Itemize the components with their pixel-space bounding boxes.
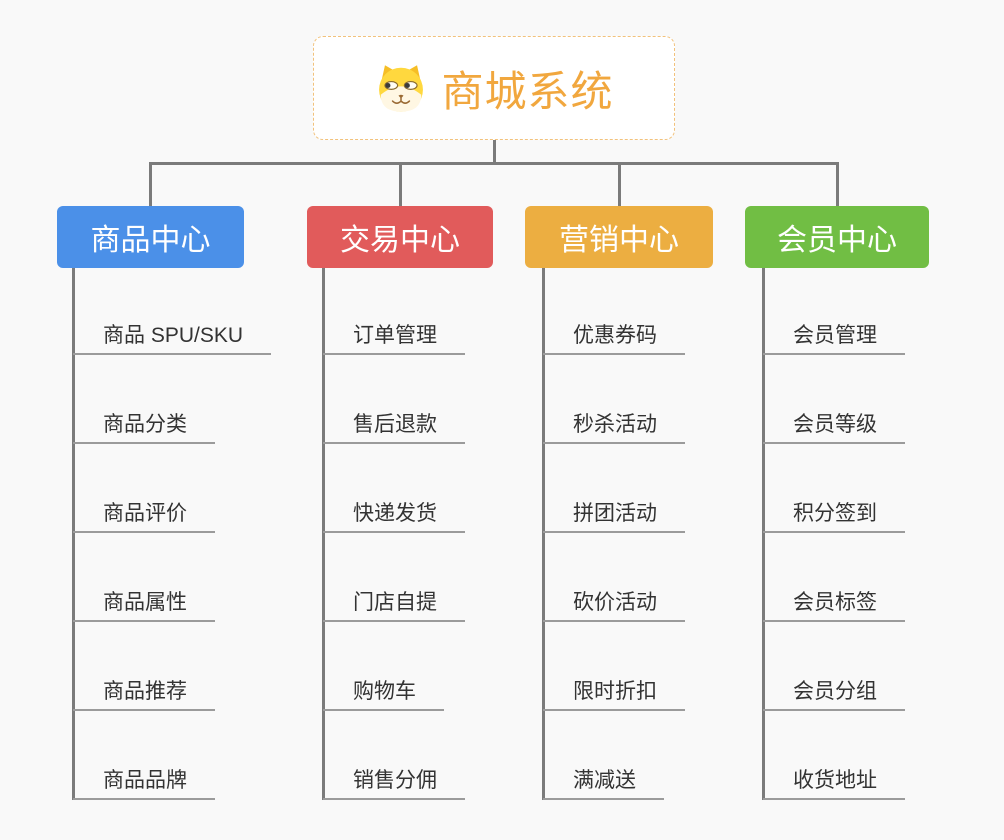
leaf-topic[interactable]: 门店自提 — [323, 586, 465, 622]
leaf-topic[interactable]: 商品属性 — [73, 586, 215, 622]
branch-drop-line — [835, 162, 839, 206]
leaf-topic[interactable]: 会员标签 — [763, 586, 905, 622]
branch-topic-label: 商品中心 — [90, 224, 211, 257]
leaf-topic[interactable]: 订单管理 — [323, 319, 465, 355]
branch-topic[interactable]: 营销中心 — [525, 206, 713, 268]
leaf-topic[interactable]: 积分签到 — [763, 497, 905, 533]
branch-drop-line — [148, 162, 152, 206]
root-topic-label: 商城系统 — [441, 67, 614, 115]
leaf-topic[interactable]: 拼团活动 — [543, 497, 685, 533]
branch-topic[interactable]: 商品中心 — [57, 206, 244, 268]
leaf-topic[interactable]: 限时折扣 — [543, 675, 685, 711]
leaf-topic[interactable]: 销售分佣 — [323, 764, 465, 800]
branch-trunk-line — [71, 268, 75, 800]
branch-topic[interactable]: 会员中心 — [745, 206, 929, 268]
branch-topic[interactable]: 交易中心 — [307, 206, 493, 268]
leaf-topic[interactable]: 快递发货 — [323, 497, 465, 533]
leaf-topic[interactable]: 会员等级 — [763, 408, 905, 444]
branch-trunk-line — [321, 268, 325, 800]
leaf-topic[interactable]: 会员管理 — [763, 319, 905, 355]
root-topic[interactable]: 商城系统 — [313, 36, 675, 140]
branch-drop-line — [398, 162, 402, 206]
leaf-topic[interactable]: 会员分组 — [763, 675, 905, 711]
branch-trunk-line — [761, 268, 765, 800]
doge-icon — [379, 65, 424, 112]
branch-trunk-line — [541, 268, 545, 800]
branch-topic-label: 营销中心 — [559, 224, 679, 257]
leaf-topic[interactable]: 收货地址 — [763, 764, 905, 800]
leaf-topic[interactable]: 满减送 — [543, 764, 664, 800]
leaf-topic[interactable]: 商品分类 — [73, 408, 215, 444]
root-connector-line — [492, 140, 496, 165]
leaf-topic[interactable]: 商品推荐 — [73, 675, 215, 711]
leaf-topic[interactable]: 购物车 — [323, 675, 444, 711]
branch-bus-line — [148, 162, 839, 165]
leaf-topic[interactable]: 秒杀活动 — [543, 408, 685, 444]
leaf-topic[interactable]: 砍价活动 — [543, 586, 685, 622]
branch-topic-label: 交易中心 — [340, 224, 460, 257]
leaf-topic[interactable]: 售后退款 — [323, 408, 465, 444]
leaf-topic[interactable]: 优惠券码 — [543, 319, 685, 355]
branch-topic-label: 会员中心 — [777, 224, 897, 257]
leaf-topic[interactable]: 商品评价 — [73, 497, 215, 533]
leaf-topic[interactable]: 商品 SPU/SKU — [73, 319, 272, 355]
branch-drop-line — [617, 162, 621, 206]
leaf-topic[interactable]: 商品品牌 — [73, 764, 215, 800]
